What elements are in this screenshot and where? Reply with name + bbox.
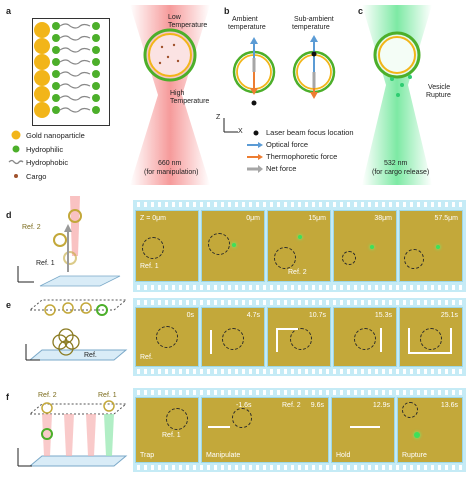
d-frame-1-label: Z = 0μm bbox=[140, 215, 167, 222]
rupture-label-2: Rupture bbox=[426, 92, 451, 99]
panel-e-schematic bbox=[25, 299, 128, 361]
legend-hydrophilic: Hydrophilic bbox=[26, 145, 64, 154]
legend-cargo: Cargo bbox=[26, 172, 47, 181]
f-stage-hold: Hold bbox=[336, 452, 351, 459]
d-frame-ref1: Ref. 1 bbox=[140, 263, 159, 270]
subambient-label-1: Sub-ambient bbox=[294, 16, 334, 23]
subambient-label-2: temperature bbox=[292, 24, 330, 31]
rupture-label-1: Vesicle bbox=[428, 84, 451, 91]
f-frame-hold: 12.9s Hold bbox=[331, 397, 395, 463]
focus-dot-icon bbox=[253, 130, 259, 136]
d-frame-2: 0μm bbox=[201, 210, 265, 282]
d-frame-4-label: 38μm bbox=[374, 215, 392, 222]
e-frame-5: 25.1s bbox=[399, 307, 463, 367]
f-time-1: -1.6s bbox=[236, 402, 252, 409]
e-frame-1: 0s Ref. bbox=[135, 307, 199, 367]
f-stage-rupture: Rupture bbox=[402, 452, 427, 459]
e-frame-4: 15.3s bbox=[333, 307, 397, 367]
e-frame-2-label: 4.7s bbox=[246, 312, 260, 319]
f-frame-ref1: Ref. 1 bbox=[162, 432, 181, 439]
legend-net: Net force bbox=[266, 164, 297, 173]
f-stage-manipulate: Manipulate bbox=[206, 452, 241, 459]
legend-thermo: Thermophoretic force bbox=[266, 152, 338, 161]
f-frame-ref2: Ref. 2 bbox=[282, 402, 301, 409]
green-laser-wavelength: 532 nm bbox=[384, 160, 408, 167]
d-frame-5-label: 57.5μm bbox=[434, 215, 459, 222]
e-frame-5-label: 25.1s bbox=[440, 312, 458, 319]
panel-f-ref1: Ref. 1 bbox=[98, 392, 117, 399]
ambient-label-2: temperature bbox=[228, 24, 266, 31]
f-time-3: 12.9s bbox=[372, 402, 390, 409]
legend-hydrophobic: Hydrophobic bbox=[26, 158, 69, 167]
panel-f-schematic bbox=[17, 400, 128, 467]
red-laser-wavelength: 660 nm bbox=[158, 160, 182, 167]
d-frame-1: Z = 0μm Ref. 1 bbox=[135, 210, 199, 282]
panel-e-label: e bbox=[6, 300, 12, 310]
low-temp-label: Low Temperature bbox=[168, 14, 208, 29]
panel-d-schematic bbox=[17, 196, 121, 287]
ambient-label-1: Ambient bbox=[232, 16, 258, 23]
panel-e-ref: Ref. bbox=[84, 352, 97, 359]
panel-f-ref2: Ref. 2 bbox=[38, 392, 57, 399]
f-frame-trap: Ref. 1 Trap bbox=[135, 397, 199, 463]
panel-c-label: c bbox=[358, 6, 364, 16]
d-frame-2-label: 0μm bbox=[246, 215, 260, 222]
legend-optical: Optical force bbox=[266, 140, 309, 149]
optical-arrow-icon bbox=[247, 142, 263, 148]
e-frame-1-label: 0s bbox=[186, 312, 194, 319]
panel-d-label: d bbox=[6, 210, 12, 220]
f-stage-trap: Trap bbox=[140, 452, 155, 459]
red-laser-purpose: (for manipulation) bbox=[144, 169, 199, 176]
panel-e-filmstrip: 0s Ref. 4.7s 10.7s 15.3s 25.1s bbox=[133, 298, 466, 376]
red-laser-beam bbox=[130, 5, 210, 185]
f-time-2: 9.6s bbox=[310, 402, 324, 409]
d-frame-3-label: 15μm bbox=[308, 215, 326, 222]
panel-b-label: b bbox=[224, 6, 230, 16]
high-temp-label: High Temperature bbox=[170, 90, 210, 105]
legend-hydrophilic-icon bbox=[12, 145, 20, 153]
panel-d-filmstrip: Z = 0μm Ref. 1 0μm 15μm Ref. 2 38μm 57.5… bbox=[133, 200, 466, 292]
panel-f-filmstrip: Ref. 1 Trap -1.6s Manipulate Ref. 2 9.6s… bbox=[133, 388, 466, 472]
e-frame-2: 4.7s bbox=[201, 307, 265, 367]
thermo-arrow-icon bbox=[247, 154, 263, 160]
axis-z-label: Z bbox=[216, 114, 221, 121]
net-arrow-icon bbox=[247, 165, 263, 173]
force-diagrams bbox=[232, 35, 336, 106]
e-frame-4-label: 15.3s bbox=[374, 312, 392, 319]
legend-focus: Laser beam focus location bbox=[266, 128, 354, 137]
panel-f-label: f bbox=[6, 392, 9, 402]
d-frame-ref2: Ref. 2 bbox=[288, 269, 307, 276]
f-frame-rupture: 13.6s Rupture bbox=[397, 397, 463, 463]
e-frame-ref: Ref. bbox=[140, 354, 153, 361]
green-laser-purpose: (for cargo release) bbox=[372, 169, 430, 176]
green-laser-beam bbox=[362, 5, 432, 185]
legend-gold: Gold nanoparticle bbox=[26, 131, 85, 140]
d-frame-4: 38μm bbox=[333, 210, 397, 282]
axis-x-label: X bbox=[238, 128, 243, 135]
panel-d-ref2: Ref. 2 bbox=[22, 224, 41, 231]
bilayer-drawing bbox=[34, 19, 110, 125]
legend-gold-icon bbox=[11, 130, 21, 140]
e-frame-3: 10.7s bbox=[267, 307, 331, 367]
e-frame-3-label: 10.7s bbox=[308, 312, 326, 319]
panel-a-label: a bbox=[6, 6, 12, 16]
legend-hydrophobic-icon bbox=[8, 159, 24, 165]
axis-zx-icon bbox=[223, 118, 238, 133]
panel-d-ref1: Ref. 1 bbox=[36, 260, 55, 267]
d-frame-3: 15μm Ref. 2 bbox=[267, 210, 331, 282]
f-frame-manipulate: -1.6s Manipulate Ref. 2 9.6s bbox=[201, 397, 329, 463]
legend-cargo-icon bbox=[14, 174, 18, 178]
f-time-4: 13.6s bbox=[440, 402, 458, 409]
d-frame-5: 57.5μm bbox=[399, 210, 463, 282]
